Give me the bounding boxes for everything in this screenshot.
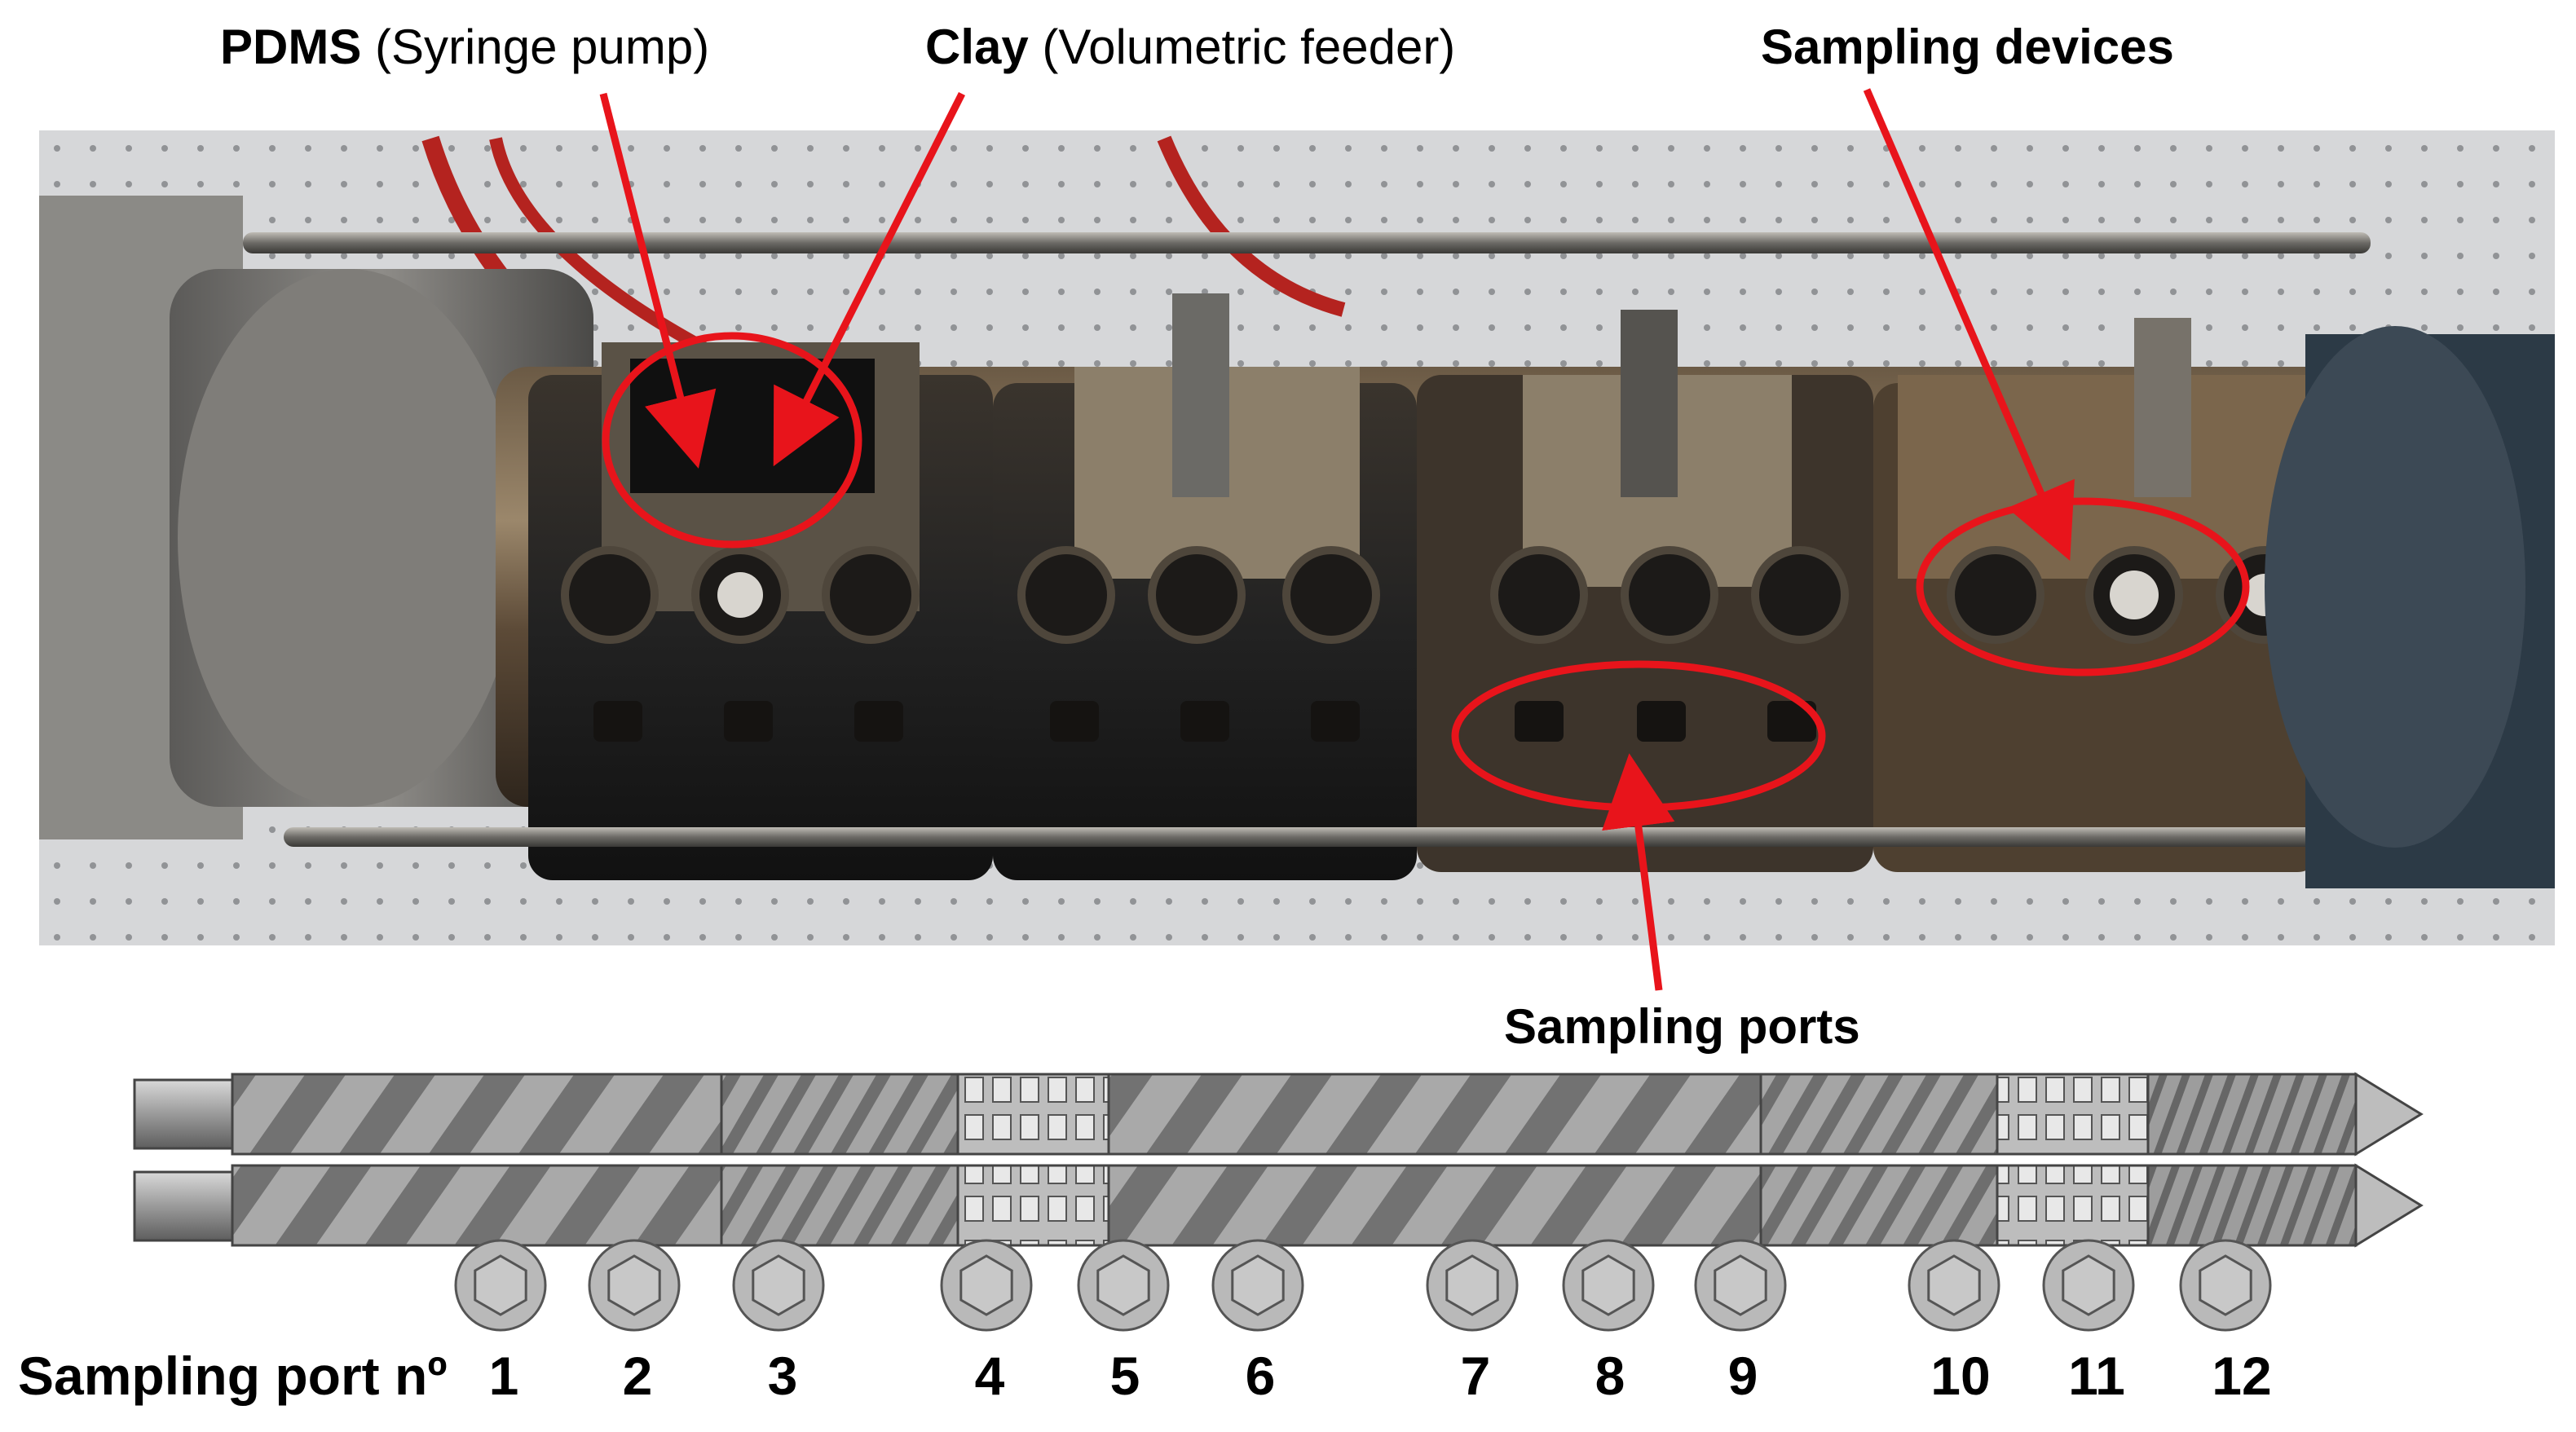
pdms-label-bold: PDMS xyxy=(220,20,362,74)
sampling-port-icon xyxy=(940,1239,1033,1332)
lower-screw xyxy=(133,1163,2424,1248)
sampling-devices-label: Sampling devices xyxy=(1761,23,2174,72)
sampling-ports-label: Sampling ports xyxy=(1504,1002,1860,1051)
sampling-port-icon xyxy=(1077,1239,1170,1332)
sampling-port-number: 8 xyxy=(1595,1346,1625,1406)
clay-label-rest: (Volumetric feeder) xyxy=(1028,20,1456,74)
sampling-port-icon xyxy=(1211,1239,1304,1332)
sampling-port-number: 6 xyxy=(1245,1346,1276,1406)
sampling-port-icon xyxy=(2042,1239,2135,1332)
sampling-port-number: 11 xyxy=(2068,1346,2125,1406)
sampling-port-icon xyxy=(1562,1239,1655,1332)
twin-screw-diagram xyxy=(133,1072,2424,1248)
sampling-port-number: 12 xyxy=(2212,1346,2272,1406)
sampling-port-icon xyxy=(588,1239,681,1332)
sampling-port-number: 7 xyxy=(1460,1346,1491,1406)
clay-label: Clay (Volumetric feeder) xyxy=(925,23,1455,72)
sampling-port-icon xyxy=(454,1239,547,1332)
sampling-port-number: 5 xyxy=(1109,1346,1140,1406)
sampling-port-number: 2 xyxy=(622,1346,653,1406)
sampling-port-icon xyxy=(1694,1239,1787,1332)
sampling-port-icon xyxy=(2179,1239,2272,1332)
sampling-port-number-title: Sampling port nº xyxy=(18,1346,448,1406)
sampling-port-icon xyxy=(732,1239,825,1332)
sampling-port-icon xyxy=(1426,1239,1519,1332)
pdms-label-rest: (Syringe pump) xyxy=(361,20,710,74)
pdms-label: PDMS (Syringe pump) xyxy=(220,23,709,72)
sampling-port-number: 10 xyxy=(1930,1346,1991,1406)
upper-screw xyxy=(133,1072,2424,1157)
sampling-port-number: 1 xyxy=(488,1346,519,1406)
sampling-port-number: 3 xyxy=(767,1346,798,1406)
clay-label-bold: Clay xyxy=(925,20,1029,74)
sampling-ports-text: Sampling ports xyxy=(1504,999,1860,1054)
sampling-devices-text: Sampling devices xyxy=(1761,20,2174,74)
sampling-port-number: 9 xyxy=(1727,1346,1758,1406)
sampling-port-number: 4 xyxy=(974,1346,1005,1406)
sampling-port-icon xyxy=(1908,1239,2000,1332)
extruder-photo xyxy=(39,130,2555,945)
